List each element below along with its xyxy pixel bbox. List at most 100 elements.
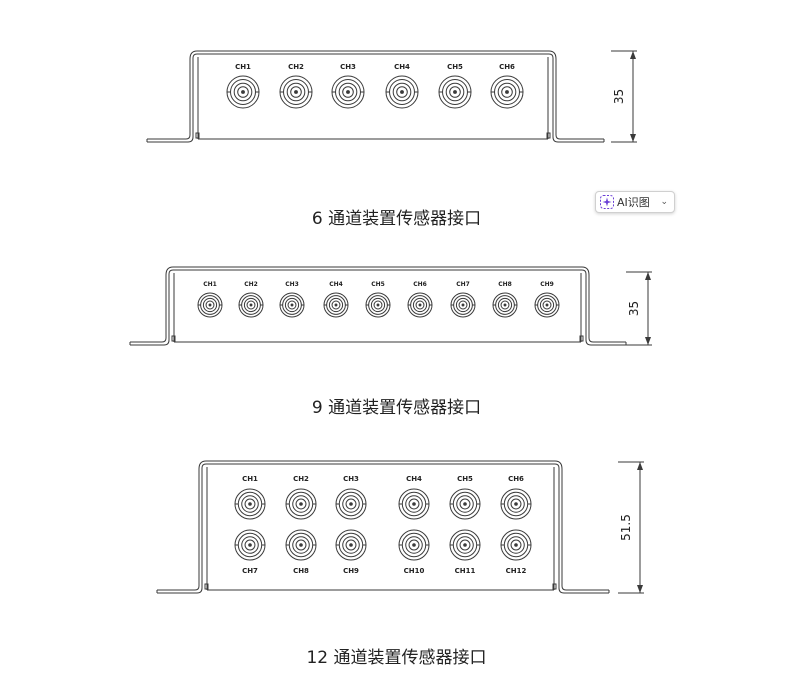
bnc-insulator [458, 300, 468, 310]
bnc-pin [294, 90, 298, 94]
bnc-sleeve [292, 536, 310, 554]
bnc-pin [248, 543, 252, 547]
bnc-sleeve [497, 297, 513, 313]
bnc-sleeve [497, 82, 517, 102]
screw-left [195, 132, 200, 139]
channel-label: CH8 [498, 281, 512, 288]
bnc-pin [376, 303, 380, 307]
channel-label: CH3 [285, 281, 299, 288]
dimension-arrow-bottom [630, 134, 636, 142]
channel-label: CH1 [203, 281, 217, 288]
bnc-sleeve [292, 495, 310, 513]
bnc-insulator [459, 498, 471, 510]
bnc-pin [514, 502, 518, 506]
screw-right [579, 335, 584, 342]
bnc-sleeve [507, 536, 525, 554]
dimension-label: 35 [627, 301, 641, 316]
chevron-down-icon: ⌄ [660, 197, 668, 207]
bnc-insulator [510, 539, 522, 551]
bnc-insulator [287, 300, 297, 310]
bnc-sleeve [233, 82, 253, 102]
bnc-pin [249, 303, 253, 307]
screw-right [552, 583, 557, 590]
channel-label: CH8 [293, 567, 309, 575]
bnc-sleeve [445, 82, 465, 102]
dimension-arrow-bottom [637, 585, 643, 593]
channel-label: CH6 [499, 63, 515, 71]
bnc-insulator [459, 539, 471, 551]
dimension-arrow-bottom [645, 337, 651, 345]
bnc-pin [505, 90, 509, 94]
bnc-pin [545, 303, 549, 307]
bnc-pin [400, 90, 404, 94]
bnc-sleeve [412, 297, 428, 313]
bnc-insulator [331, 300, 341, 310]
bnc-insulator [205, 300, 215, 310]
bnc-sleeve [286, 82, 306, 102]
screw-right [546, 132, 551, 139]
caption-6-channel: 6 通道装置传感器接口 [311, 209, 482, 229]
channel-label: CH11 [455, 567, 476, 575]
bnc-insulator [295, 539, 307, 551]
bnc-sleeve [405, 536, 423, 554]
bnc-pin [453, 90, 457, 94]
bnc-insulator [244, 498, 256, 510]
bnc-sleeve [241, 536, 259, 554]
bnc-pin [412, 543, 416, 547]
bnc-pin [349, 543, 353, 547]
screw-left [171, 335, 176, 342]
channel-label: CH1 [242, 475, 258, 483]
bnc-pin [334, 303, 338, 307]
bnc-pin [514, 543, 518, 547]
bnc-insulator [542, 300, 552, 310]
bnc-sleeve [392, 82, 412, 102]
bnc-pin [248, 502, 252, 506]
bnc-insulator [396, 86, 408, 98]
dimension-arrow-top [637, 462, 643, 470]
channel-label: CH4 [394, 63, 410, 71]
bnc-insulator [373, 300, 383, 310]
bnc-sleeve [455, 297, 471, 313]
bnc-insulator [510, 498, 522, 510]
channel-label: CH6 [508, 475, 524, 483]
bnc-insulator [500, 300, 510, 310]
channel-label: CH2 [288, 63, 304, 71]
housing-outline [130, 269, 626, 346]
channel-label: CH9 [343, 567, 359, 575]
caption-12-channel: 12 通道装置传感器接口 [306, 648, 487, 668]
ai-button-label: AI识图 [617, 196, 650, 209]
bnc-sleeve [539, 297, 555, 313]
bnc-insulator [290, 86, 302, 98]
channel-label: CH6 [413, 281, 427, 288]
bnc-sleeve [507, 495, 525, 513]
housing-outline [147, 53, 604, 143]
channel-label: CH12 [506, 567, 527, 575]
channel-label: CH3 [343, 475, 359, 483]
bnc-insulator [408, 498, 420, 510]
dimension-arrow-top [630, 51, 636, 59]
bnc-pin [463, 502, 467, 506]
dimension-label: 51.5 [619, 514, 633, 541]
caption-9-channel: 9 通道装置传感器接口 [311, 398, 482, 418]
ai-recognize-button[interactable]: AI识图 ⌄ [595, 191, 675, 213]
bnc-sleeve [456, 495, 474, 513]
channel-label: CH4 [329, 281, 343, 288]
bnc-sleeve [370, 297, 386, 313]
channel-label: CH1 [235, 63, 251, 71]
bnc-pin [241, 90, 245, 94]
bnc-insulator [295, 498, 307, 510]
bnc-insulator [449, 86, 461, 98]
bnc-insulator [246, 300, 256, 310]
housing-edge [130, 266, 626, 343]
bnc-pin [349, 502, 353, 506]
bnc-sleeve [338, 82, 358, 102]
bnc-sleeve [284, 297, 300, 313]
bnc-sleeve [241, 495, 259, 513]
bnc-insulator [244, 539, 256, 551]
channel-label: CH5 [457, 475, 473, 483]
bnc-sleeve [342, 495, 360, 513]
